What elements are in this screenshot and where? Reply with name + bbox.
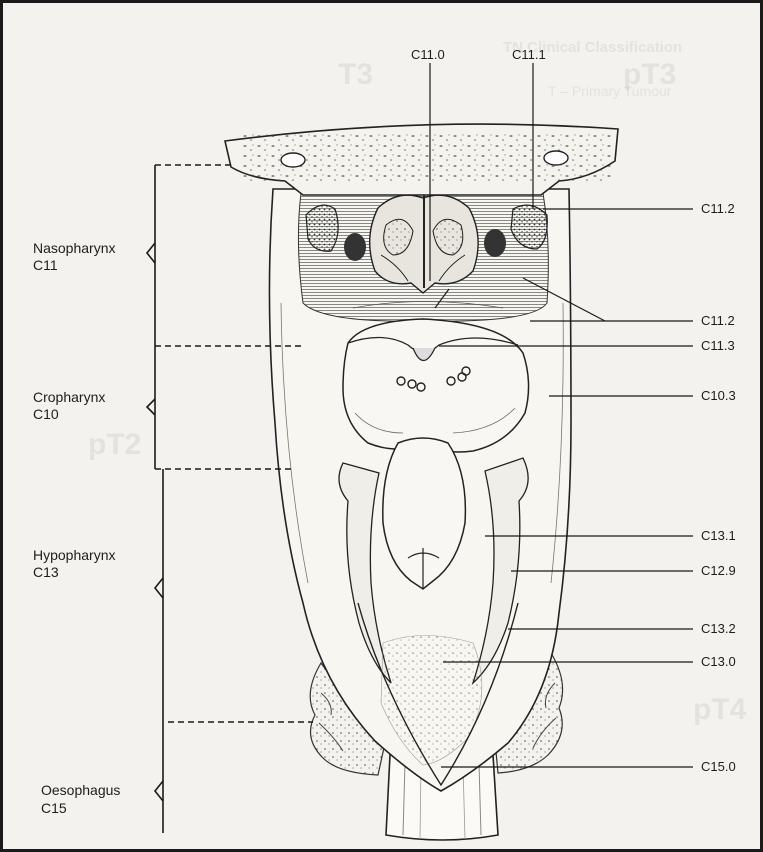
code-label-c11-2-upper: C11.2 <box>701 201 735 216</box>
region-code-hypopharynx: C13 <box>33 565 59 580</box>
code-label-c11-0: C11.0 <box>411 47 445 62</box>
code-label-c13-0: C13.0 <box>701 654 736 669</box>
region-code-cropharynx: C10 <box>33 407 59 422</box>
region-name-nasopharynx: Nasopharynx <box>33 241 116 256</box>
left-foramen <box>281 153 305 167</box>
region-name-hypopharynx: Hypopharynx <box>33 548 116 563</box>
right-tube-opening <box>484 229 506 257</box>
left-torus <box>306 205 338 251</box>
region-code-oesophagus: C15 <box>41 801 67 816</box>
code-label-c11-2-lower: C11.2 <box>701 313 735 328</box>
code-label-c12-9: C12.9 <box>701 563 736 578</box>
region-name-cropharynx: Cropharynx <box>33 390 105 405</box>
code-label-c13-1: C13.1 <box>701 528 736 543</box>
code-label-c15-0: C15.0 <box>701 759 736 774</box>
code-label-c10-3: C10.3 <box>701 388 736 403</box>
region-code-nasopharynx: C11 <box>33 258 58 273</box>
right-foramen <box>544 151 568 165</box>
code-label-c11-1: C11.1 <box>512 47 546 62</box>
pharynx-illustration <box>3 3 760 849</box>
left-tube-opening <box>344 233 366 261</box>
region-name-oesophagus: Oesophagus <box>41 783 120 798</box>
code-label-c13-2: C13.2 <box>701 621 736 636</box>
code-label-c11-3: C11.3 <box>701 338 735 353</box>
soft-palate <box>343 319 529 452</box>
